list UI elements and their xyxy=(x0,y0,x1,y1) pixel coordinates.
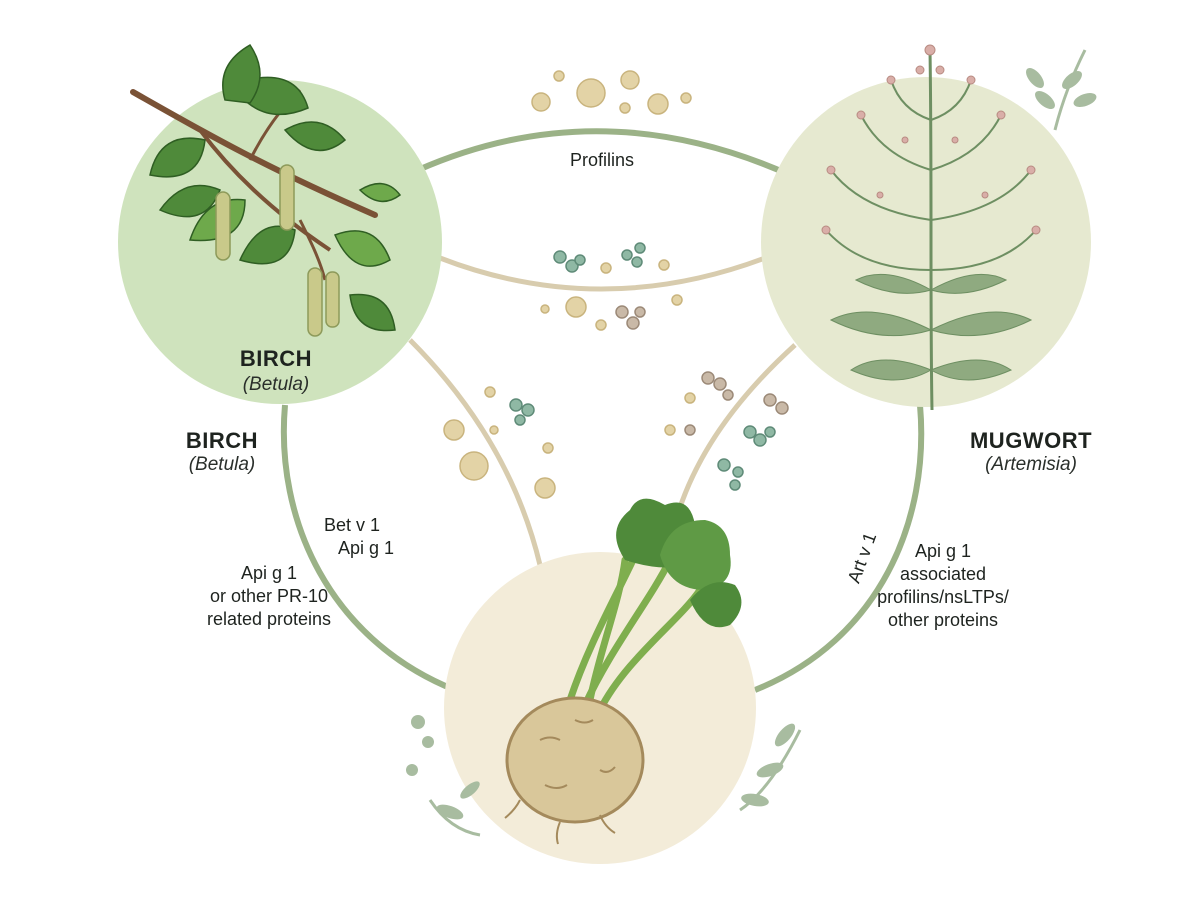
top-connection-arc xyxy=(416,128,792,178)
left-connection-arc xyxy=(280,404,457,693)
mugwort-title: MUGWORT xyxy=(969,428,1093,453)
birch-outer-title: BIRCH xyxy=(185,428,259,453)
top-inner-arc xyxy=(439,255,766,292)
mugwort-plant-icon xyxy=(821,44,1041,411)
right-connection-arc xyxy=(753,404,925,693)
right-line-2: associated xyxy=(899,564,987,584)
top-edge-label: Profilins xyxy=(569,150,635,170)
left-inner-line-1: Bet v 1 xyxy=(323,515,380,535)
mugwort-latin: (Artemisia) xyxy=(985,454,1077,475)
right-edge-label: Api g 1 associated profilins/nsLTPs/ oth… xyxy=(858,540,1028,632)
birch-inner-title: BIRCH xyxy=(239,346,313,371)
right-line-1: Api g 1 xyxy=(914,541,972,561)
birch-branch-icon xyxy=(130,44,402,337)
left-inner-edge-label: Bet v 1 Api g 1 xyxy=(294,514,394,560)
left-inner-line-2: Api g 1 xyxy=(337,538,394,558)
pollen-grain-icon xyxy=(443,70,696,499)
decorative-sprig-icon xyxy=(406,49,1097,837)
birch-inner-latin: (Betula) xyxy=(242,374,310,395)
mugwort-node-circle xyxy=(761,77,1091,407)
birch-outer-latin: (Betula) xyxy=(188,454,256,475)
left-outer-line-2: or other PR-10 xyxy=(209,586,329,606)
right-line-3: profilins/nsLTPs/ xyxy=(877,587,1009,607)
left-outer-line-3: related proteins xyxy=(206,609,332,629)
celeriac-root-icon xyxy=(504,498,742,845)
protein-molecule-icon xyxy=(509,242,789,491)
left-inner-arc xyxy=(408,338,543,566)
right-line-4: other proteins xyxy=(887,610,999,630)
left-outer-line-1: Api g 1 xyxy=(240,563,298,583)
left-outer-edge-label: Api g 1 or other PR-10 related proteins xyxy=(178,562,360,631)
